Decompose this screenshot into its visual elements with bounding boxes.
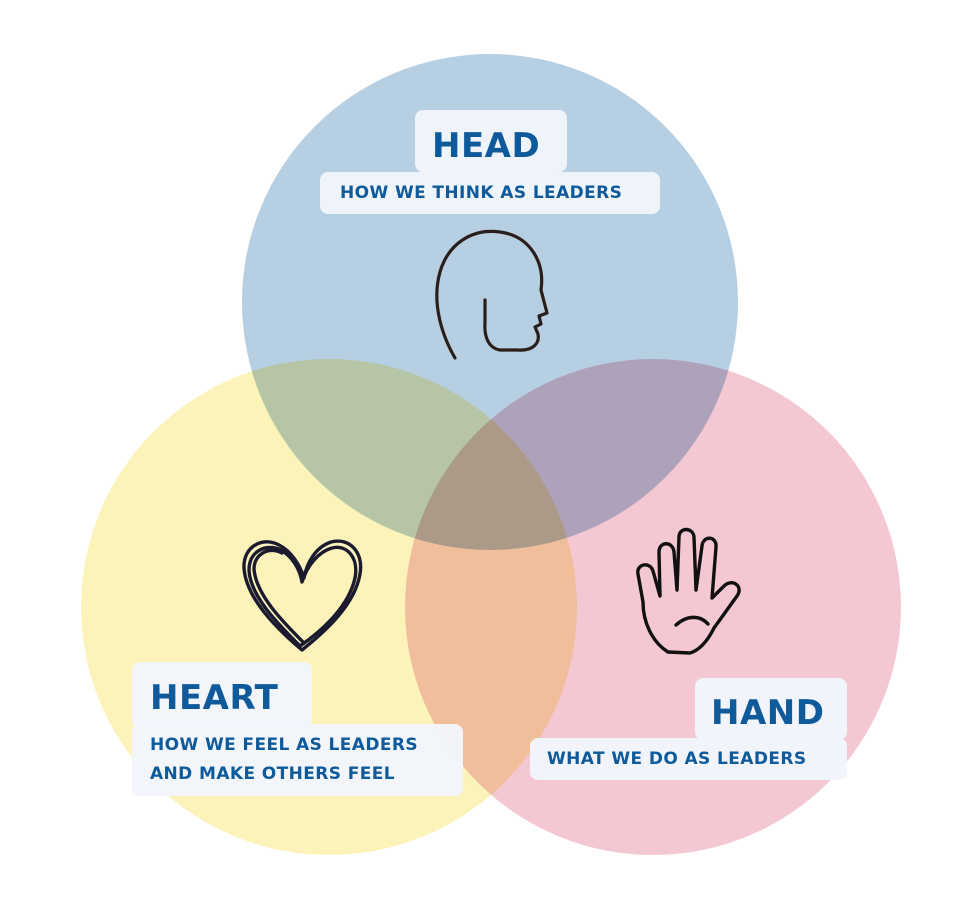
hand-circle [405, 359, 901, 855]
head-title-card [415, 110, 567, 172]
heart-subtitle-card [132, 724, 463, 796]
heart-title-card [132, 662, 312, 728]
heart-subtitle-line-2: AND MAKE OTHERS FEEL [150, 764, 396, 784]
head-subtitle: HOW WE THINK AS LEADERS [340, 183, 623, 203]
heart-subtitle-line-1: HOW WE FEEL AS LEADERS [150, 735, 419, 755]
heart-icon [242, 539, 363, 652]
head-title: HEAD [432, 126, 541, 166]
head-profile-icon [435, 229, 549, 360]
hand-title-card [695, 678, 847, 740]
hand-subtitle-card [530, 738, 847, 780]
heart-title: HEART [150, 678, 279, 718]
head-subtitle-card [320, 172, 660, 214]
hand-title: HAND [711, 693, 825, 733]
hand-icon [636, 527, 741, 655]
hand-subtitle: WHAT WE DO AS LEADERS [547, 749, 807, 769]
